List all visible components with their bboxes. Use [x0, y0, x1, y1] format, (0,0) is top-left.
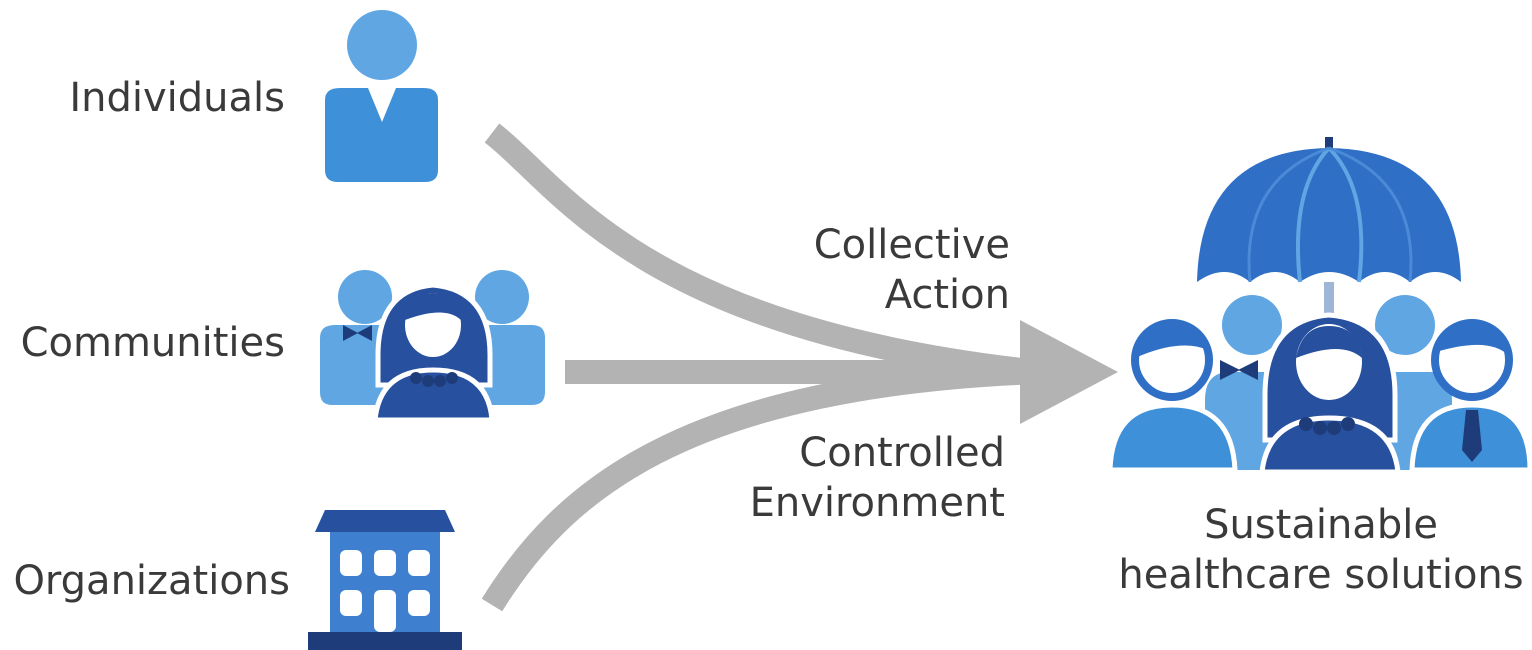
arrow-head [1020, 320, 1118, 424]
label-communities: Communities [20, 320, 285, 366]
umbrella-people-icon [1107, 137, 1532, 475]
person-icon [325, 10, 438, 182]
label-collective-action: Collective Action [760, 220, 1010, 320]
arrow-from-individuals [484, 123, 1042, 384]
arrow-from-organizations [481, 360, 1041, 612]
building-icon [308, 510, 462, 650]
controlled-line-2: Environment [749, 480, 1005, 526]
outcome-line-1: Sustainable [1204, 502, 1438, 548]
label-individuals: Individuals [69, 75, 285, 121]
label-controlled-environment: Controlled Environment [740, 428, 1005, 528]
outcome-line-2: healthcare solutions [1118, 552, 1524, 598]
collective-line-2: Action [884, 272, 1010, 318]
collective-line-1: Collective [813, 222, 1010, 268]
controlled-line-1: Controlled [799, 430, 1005, 476]
label-organizations: Organizations [13, 558, 290, 604]
converging-arrows [481, 123, 1042, 612]
label-outcome: Sustainable healthcare solutions [1110, 500, 1532, 600]
group-icon [320, 270, 545, 423]
